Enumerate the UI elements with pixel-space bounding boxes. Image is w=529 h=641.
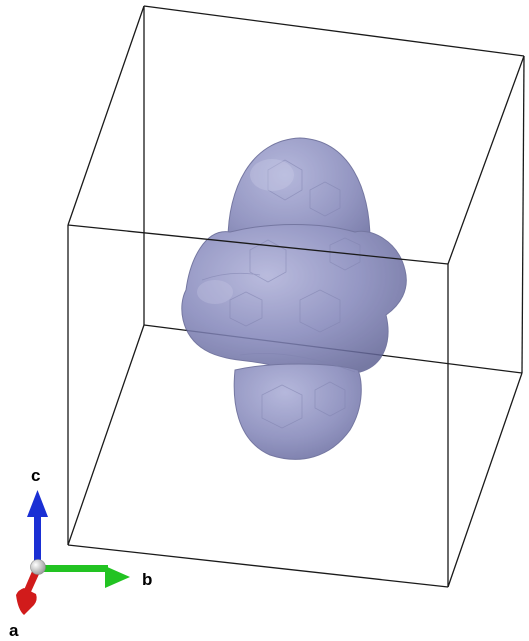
axis-c-head	[27, 490, 48, 517]
cell-edge	[67, 324, 145, 546]
axis-b-shaft	[40, 565, 108, 572]
isosurface-lower-lobe	[233, 363, 362, 460]
cell-edge	[67, 5, 145, 226]
axis-a-arrow	[16, 569, 40, 615]
cell-edge	[143, 5, 525, 57]
cell-edge	[521, 55, 525, 374]
axis-b-arrow	[40, 565, 130, 588]
cell-edge	[447, 372, 523, 588]
axis-a-shaft	[24, 569, 40, 594]
axis-a-label: a	[9, 621, 19, 640]
axis-indicator: c b a	[9, 466, 152, 640]
axis-origin	[30, 559, 46, 575]
isosurface-highlight	[250, 159, 294, 191]
cell-edge	[67, 544, 449, 588]
isosurface	[181, 137, 407, 460]
axis-a-head	[16, 588, 37, 615]
isosurface-highlight	[197, 280, 233, 304]
cell-edge	[447, 55, 525, 265]
axis-b-head	[105, 566, 130, 588]
axis-b-label: b	[142, 570, 152, 589]
axis-c-arrow	[27, 490, 48, 563]
axis-c-shaft	[34, 515, 41, 563]
isosurface-facets	[201, 159, 361, 429]
unit-cell-front-edges	[67, 5, 525, 588]
axis-c-label: c	[31, 466, 40, 485]
isosurface-middle-body	[181, 224, 407, 373]
cell-edge	[67, 224, 449, 265]
